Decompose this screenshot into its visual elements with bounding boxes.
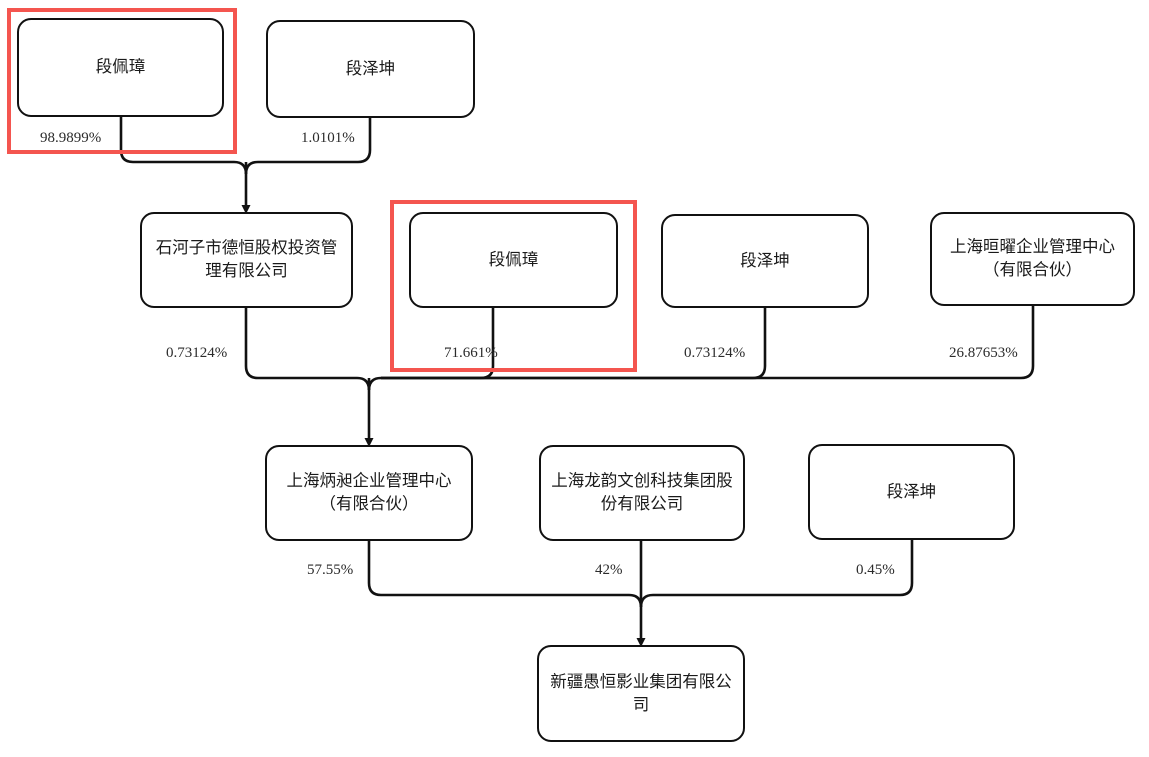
node-box-n4[interactable]: 段佩璋 xyxy=(409,212,618,308)
node-label: 上海晅曜企业管理中心 （有限合伙） xyxy=(950,237,1115,279)
edge-percent-label: 0.45% xyxy=(856,562,895,578)
node-label: 上海炳昶企业管理中心 （有限合伙） xyxy=(286,471,452,513)
connector-line xyxy=(244,308,357,380)
edge-percent-label: 71.661% xyxy=(444,345,498,361)
node-label: 新疆愚恒影业集团有限公 司 xyxy=(550,671,732,714)
connector-line xyxy=(381,306,1035,380)
connector-line xyxy=(119,117,234,164)
node-label: 段佩璋 xyxy=(488,249,539,269)
edge-percent-label: 26.87653% xyxy=(949,345,1018,361)
node-label: 段佩璋 xyxy=(95,57,146,77)
edge-percent-label: 0.73124% xyxy=(166,345,228,361)
connector-line xyxy=(381,308,495,380)
node-box-n10[interactable]: 新疆愚恒影业集团有限公 司 xyxy=(537,645,745,742)
edge-percent-label: 42% xyxy=(595,562,623,578)
edge-percent-label: 57.55% xyxy=(307,562,354,578)
connector-line xyxy=(244,160,259,175)
connector-line xyxy=(653,540,914,597)
node-box-n2[interactable]: 段泽坤 xyxy=(266,20,475,118)
node-label: 段泽坤 xyxy=(886,481,937,501)
connector-line xyxy=(628,593,643,608)
edge-paths xyxy=(119,117,1035,647)
connector-line xyxy=(258,118,372,164)
node-box-n1[interactable]: 段佩璋 xyxy=(17,18,224,117)
node-box-n8[interactable]: 上海龙韵文创科技集团股 份有限公司 xyxy=(539,445,745,541)
node-box-n6[interactable]: 上海晅曜企业管理中心 （有限合伙） xyxy=(930,212,1135,306)
node-label: 石河子市德恒股权投资管 理有限公司 xyxy=(155,238,338,280)
node-box-n5[interactable]: 段泽坤 xyxy=(661,214,869,308)
connector-line xyxy=(233,160,248,175)
node-box-n9[interactable]: 段泽坤 xyxy=(808,444,1015,540)
connector-line xyxy=(367,541,629,597)
edge-percent-label: 0.73124% xyxy=(684,345,746,361)
connector-line xyxy=(381,308,767,380)
edge-percent-label: 1.0101% xyxy=(301,130,355,146)
node-box-n3[interactable]: 石河子市德恒股权投资管 理有限公司 xyxy=(140,212,353,308)
node-label: 上海龙韵文创科技集团股 份有限公司 xyxy=(551,471,733,513)
connector-line xyxy=(639,593,654,608)
edge-percent-label: 98.9899% xyxy=(40,130,102,146)
connector-line xyxy=(367,376,382,391)
node-box-n7[interactable]: 上海炳昶企业管理中心 （有限合伙） xyxy=(265,445,473,541)
node-label: 段泽坤 xyxy=(740,250,790,270)
connector-line xyxy=(356,376,371,391)
node-label: 段泽坤 xyxy=(345,58,396,78)
